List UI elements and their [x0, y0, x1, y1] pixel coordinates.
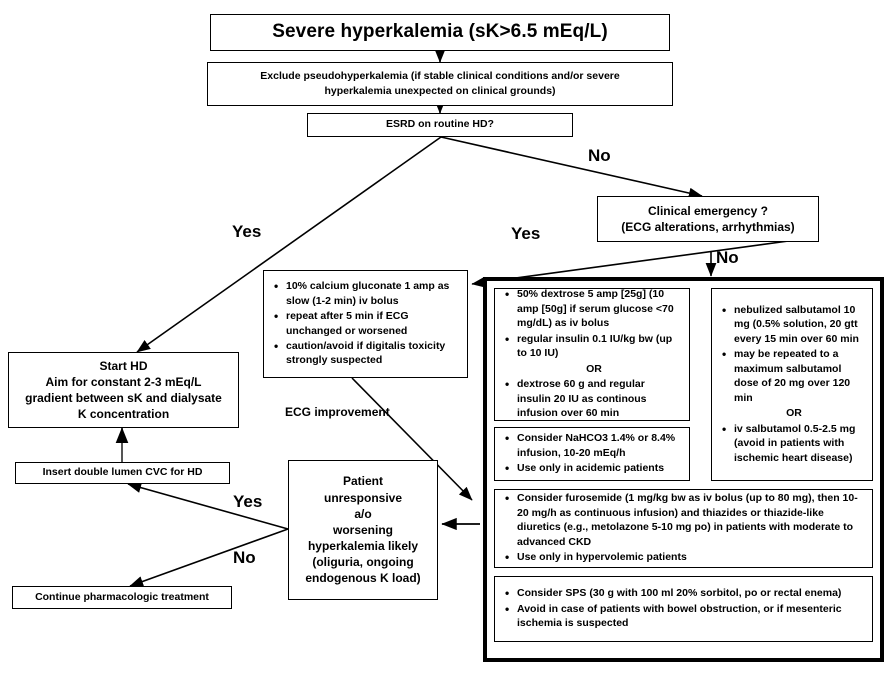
edge-label-patient-no: No: [233, 548, 256, 567]
node-esrd-box: ESRD on routine HD?: [307, 113, 573, 137]
patient-line3: a/o: [354, 506, 372, 521]
salbutamol-or-label: OR: [786, 407, 802, 420]
edge-label-emergency-yes: Yes: [511, 224, 541, 243]
salbutamol-bullet-list: nebulized salbutamol 10 mg (0.5% solutio…: [714, 302, 870, 466]
node-diuretic-box: Consider furosemide (1 mg/kg bw as iv bo…: [494, 489, 873, 568]
edge-label-esrd-no: No: [588, 146, 611, 165]
start-hd-line3: gradient between sK and dialysate: [25, 391, 222, 405]
calcium-bullet-1: 10% calcium gluconate 1 amp as slow (1-2…: [274, 278, 459, 308]
patient-line7: endogenous K load): [305, 571, 421, 586]
bicarbonate-bullet-list: Consider NaHCO3 1.4% or 8.4% infusion, 1…: [497, 430, 687, 477]
diuretic-bullet-list: Consider furosemide (1 mg/kg bw as iv bo…: [497, 490, 870, 566]
continue-pharmacologic-text: Continue pharmacologic treatment: [35, 590, 209, 603]
edge-patient-no: [129, 528, 289, 587]
patient-line4: worsening: [332, 522, 393, 537]
node-calcium-gluconate-box: 10% calcium gluconate 1 amp as slow (1-2…: [263, 270, 468, 378]
edge-patient-yes: [127, 482, 289, 530]
start-hd-line2: Aim for constant 2-3 mEq/L: [45, 374, 202, 389]
salbutamol-bullet-2: may be repeated to a maximum salbutamol …: [722, 346, 864, 405]
calcium-bullet-3: caution/avoid if digitalis toxicity stro…: [274, 338, 459, 368]
start-hd-line1: Start HD: [99, 358, 148, 373]
edge-label-ecg-improvement: ECG improvement: [285, 405, 390, 419]
dextrose-bullet-1: 50% dextrose 5 amp [25g] (10 amp [50g] i…: [505, 286, 681, 330]
node-clinical-emergency-box: Clinical emergency ? (ECG alterations, a…: [597, 196, 819, 242]
salbutamol-bullet-1: nebulized salbutamol 10 mg (0.5% solutio…: [722, 302, 864, 346]
calcium-bullet-2: repeat after 5 min if ECG unchanged or w…: [274, 308, 459, 338]
node-patient-unresponsive-box: Patient unresponsive a/o worsening hyper…: [288, 460, 438, 600]
sps-bullet-1: Consider SPS (30 g with 100 ml 20% sorbi…: [505, 585, 864, 602]
node-continue-pharmacologic-box: Continue pharmacologic treatment: [12, 586, 232, 609]
bicarbonate-bullet-2: Use only in acidemic patients: [505, 460, 681, 477]
node-start-hd-box: Start HD Aim for constant 2-3 mEq/L grad…: [8, 352, 239, 428]
diuretic-bullet-1: Consider furosemide (1 mg/kg bw as iv bo…: [505, 490, 864, 549]
dextrose-bullet-2: regular insulin 0.1 IU/kg bw (up to 10 I…: [505, 331, 681, 361]
edge-label-esrd-yes: Yes: [232, 222, 262, 241]
patient-line6: (oliguria, ongoing: [312, 555, 414, 570]
patient-line5: hyperkalemia likely: [307, 539, 419, 554]
node-title-box: Severe hyperkalemia (sK>6.5 mEq/L): [210, 14, 670, 51]
salbutamol-bullet-3: iv salbutamol 0.5-2.5 mg (avoid in patie…: [722, 421, 864, 465]
edge-label-emergency-no: No: [716, 248, 739, 267]
dextrose-or-label: OR: [586, 362, 602, 375]
clinical-emergency-line2: (ECG alterations, arrhythmias): [621, 220, 795, 234]
dextrose-bullet-list: 50% dextrose 5 amp [25g] (10 amp [50g] i…: [497, 286, 687, 421]
node-bicarbonate-box: Consider NaHCO3 1.4% or 8.4% infusion, 1…: [494, 427, 690, 481]
node-exclude-text: Exclude pseudohyperkalemia (if stable cl…: [260, 69, 620, 97]
start-hd-line4: K concentration: [77, 407, 170, 422]
patient-line2: unresponsive: [323, 490, 403, 505]
sps-bullet-2: Avoid in case of patients with bowel obs…: [505, 601, 864, 631]
node-sps-box: Consider SPS (30 g with 100 ml 20% sorbi…: [494, 576, 873, 642]
patient-line1: Patient: [342, 474, 383, 489]
node-title-text: Severe hyperkalemia (sK>6.5 mEq/L): [272, 21, 608, 43]
dextrose-bullet-3: dextrose 60 g and regular insulin 20 IU …: [505, 376, 681, 420]
edge-label-patient-yes: Yes: [233, 492, 263, 511]
node-salbutamol-box: nebulized salbutamol 10 mg (0.5% solutio…: [711, 288, 873, 481]
sps-bullet-list: Consider SPS (30 g with 100 ml 20% sorbi…: [497, 585, 870, 631]
node-exclude-box: Exclude pseudohyperkalemia (if stable cl…: [207, 62, 673, 106]
clinical-emergency-line1: Clinical emergency ?: [647, 203, 769, 218]
calcium-bullet-list: 10% calcium gluconate 1 amp as slow (1-2…: [266, 278, 465, 369]
bicarbonate-bullet-1: Consider NaHCO3 1.4% or 8.4% infusion, 1…: [505, 430, 681, 460]
diuretic-bullet-2: Use only in hypervolemic patients: [505, 549, 864, 566]
node-esrd-text: ESRD on routine HD?: [386, 118, 494, 131]
node-dextrose-insulin-box: 50% dextrose 5 amp [25g] (10 amp [50g] i…: [494, 286, 690, 421]
edge-esrd-no: [440, 136, 703, 199]
node-cvc-box: Insert double lumen CVC for HD: [15, 462, 230, 484]
cvc-text: Insert double lumen CVC for HD: [42, 466, 203, 479]
